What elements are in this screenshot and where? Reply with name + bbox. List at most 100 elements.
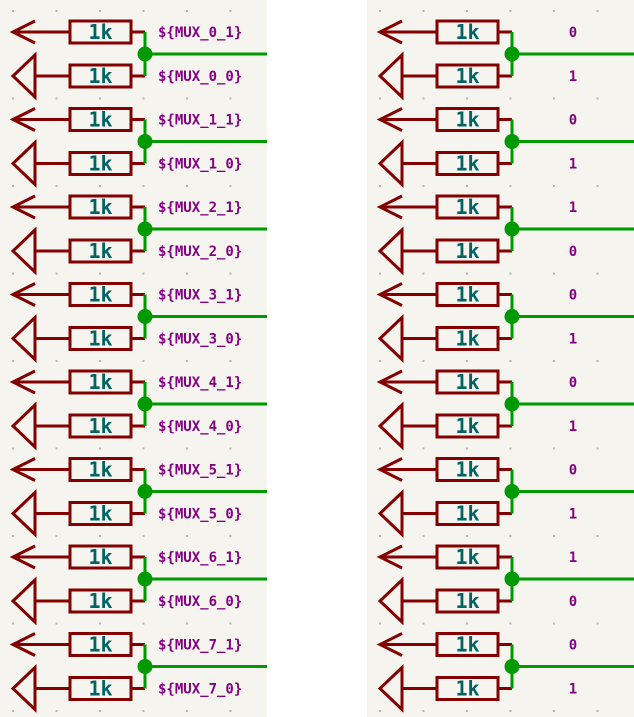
net-label-bottom[interactable]: 0: [569, 244, 577, 260]
net-label-bottom[interactable]: 0: [569, 594, 577, 610]
resistor-pair-2[interactable]: 1k${MUX_2_1}1k${MUX_2_0}: [9, 194, 267, 276]
resistor-pair-6[interactable]: 1k${MUX_6_1}1k${MUX_6_0}: [9, 544, 267, 626]
global-label-arrow-icon[interactable]: [376, 457, 437, 482]
net-label-top[interactable]: ${MUX_7_1}: [158, 638, 242, 654]
triangle-port-icon[interactable]: [10, 226, 70, 276]
grid-dot: [422, 10, 425, 12]
grid-dot: [553, 185, 555, 187]
triangle-port-icon[interactable]: [10, 488, 70, 539]
net-label-top[interactable]: ${MUX_5_1}: [158, 463, 242, 479]
global-label-arrow-icon[interactable]: [9, 544, 70, 570]
resistor-value-bottom: 1k: [88, 64, 112, 88]
net-label-top[interactable]: 0: [569, 375, 577, 391]
grid-dot: [422, 447, 425, 450]
resistor-pair-7[interactable]: 1k${MUX_7_1}1k${MUX_7_0}: [9, 632, 267, 714]
triangle-port-icon[interactable]: [10, 313, 70, 364]
global-label-arrow-icon[interactable]: [376, 369, 437, 395]
net-label-top[interactable]: 1: [569, 550, 577, 566]
net-label-top[interactable]: 1: [569, 200, 577, 216]
junction-dot: [137, 659, 153, 674]
resistor-pair-3[interactable]: 1k${MUX_3_1}1k${MUX_3_0}: [9, 282, 267, 364]
net-label-bottom[interactable]: 1: [569, 419, 577, 435]
triangle-port-icon[interactable]: [377, 138, 437, 189]
resistor-value-top: 1k: [455, 458, 479, 482]
triangle-port-icon[interactable]: [377, 576, 437, 626]
net-label-bottom[interactable]: 1: [569, 69, 577, 85]
global-label-arrow-icon[interactable]: [9, 369, 70, 395]
global-label-arrow-icon[interactable]: [9, 457, 70, 482]
triangle-port-icon[interactable]: [10, 51, 70, 101]
global-label-arrow-icon[interactable]: [9, 107, 70, 132]
global-label-arrow-icon[interactable]: [9, 19, 70, 45]
global-label-arrow-icon[interactable]: [9, 632, 70, 657]
net-label-top[interactable]: ${MUX_6_1}: [158, 550, 242, 566]
grid-dot: [12, 622, 14, 625]
global-label-arrow-icon[interactable]: [376, 544, 437, 570]
global-label-arrow-icon[interactable]: [376, 632, 437, 657]
global-label-arrow-icon[interactable]: [376, 19, 437, 45]
net-label-bottom[interactable]: ${MUX_2_0}: [158, 244, 242, 260]
triangle-port-icon[interactable]: [377, 226, 437, 276]
net-label-top[interactable]: 0: [569, 113, 577, 129]
net-label-top[interactable]: 0: [569, 463, 577, 479]
net-label-bottom[interactable]: ${MUX_1_0}: [158, 157, 242, 173]
net-label-bottom[interactable]: 1: [569, 157, 577, 173]
resistor-pair-1[interactable]: 1k${MUX_1_1}1k${MUX_1_0}: [9, 107, 267, 189]
schematic-canvas-left[interactable]: 1k${MUX_0_1}1k${MUX_0_0}1k${MUX_1_1}1k${…: [0, 0, 267, 717]
triangle-port-icon[interactable]: [377, 663, 437, 714]
resistor-pair-0[interactable]: 1k${MUX_0_1}1k${MUX_0_0}: [9, 19, 267, 101]
triangle-port-icon[interactable]: [10, 663, 70, 714]
global-label-arrow-icon[interactable]: [9, 194, 70, 220]
net-label-bottom[interactable]: ${MUX_7_0}: [158, 682, 242, 698]
net-label-top[interactable]: ${MUX_0_1}: [158, 25, 242, 41]
triangle-port-icon[interactable]: [10, 138, 70, 189]
net-label-bottom[interactable]: ${MUX_6_0}: [158, 594, 242, 610]
triangle-port-icon[interactable]: [377, 401, 437, 451]
triangle-port-icon[interactable]: [377, 488, 437, 539]
net-label-top[interactable]: ${MUX_4_1}: [158, 375, 242, 391]
schematic-panel-left[interactable]: 1k${MUX_0_1}1k${MUX_0_0}1k${MUX_1_1}1k${…: [0, 0, 267, 717]
resistor-pair-5[interactable]: 1k${MUX_5_1}1k${MUX_5_0}: [9, 457, 267, 539]
global-label-arrow-icon[interactable]: [376, 282, 437, 307]
grid-dot: [12, 535, 14, 537]
triangle-port-icon[interactable]: [377, 51, 437, 101]
net-label-top[interactable]: 0: [569, 25, 577, 41]
net-label-bottom[interactable]: ${MUX_3_0}: [158, 332, 242, 348]
grid-dot: [99, 97, 101, 100]
global-label-arrow-icon[interactable]: [376, 194, 437, 220]
net-label-top[interactable]: 0: [569, 288, 577, 304]
triangle-port-icon[interactable]: [377, 313, 437, 364]
grid-dot: [422, 622, 425, 625]
net-label-bottom[interactable]: 1: [569, 507, 577, 523]
net-label-bottom[interactable]: ${MUX_5_0}: [158, 507, 242, 523]
resistor-pair-4[interactable]: 1k${MUX_4_1}1k${MUX_4_0}: [9, 369, 267, 451]
net-label-top[interactable]: ${MUX_1_1}: [158, 113, 242, 129]
grid-dot: [142, 710, 145, 712]
triangle-port-icon[interactable]: [10, 401, 70, 451]
net-label-top[interactable]: ${MUX_3_1}: [158, 288, 242, 304]
grid-dot: [99, 622, 101, 625]
net-label-bottom[interactable]: ${MUX_4_0}: [158, 419, 242, 435]
triangle-port-icon[interactable]: [10, 576, 70, 626]
grid-dot: [379, 10, 381, 12]
net-label-bottom[interactable]: ${MUX_0_0}: [158, 69, 242, 85]
net-label-top[interactable]: ${MUX_2_1}: [158, 200, 242, 216]
grid-dot: [596, 10, 599, 12]
net-label-bottom[interactable]: 1: [569, 332, 577, 348]
net-label-bottom[interactable]: 1: [569, 682, 577, 698]
global-label-arrow-icon[interactable]: [9, 282, 70, 307]
net-label-top[interactable]: 0: [569, 638, 577, 654]
global-label-arrow-icon[interactable]: [376, 107, 437, 132]
grid-dot: [379, 710, 381, 712]
grid-dot: [99, 10, 101, 12]
